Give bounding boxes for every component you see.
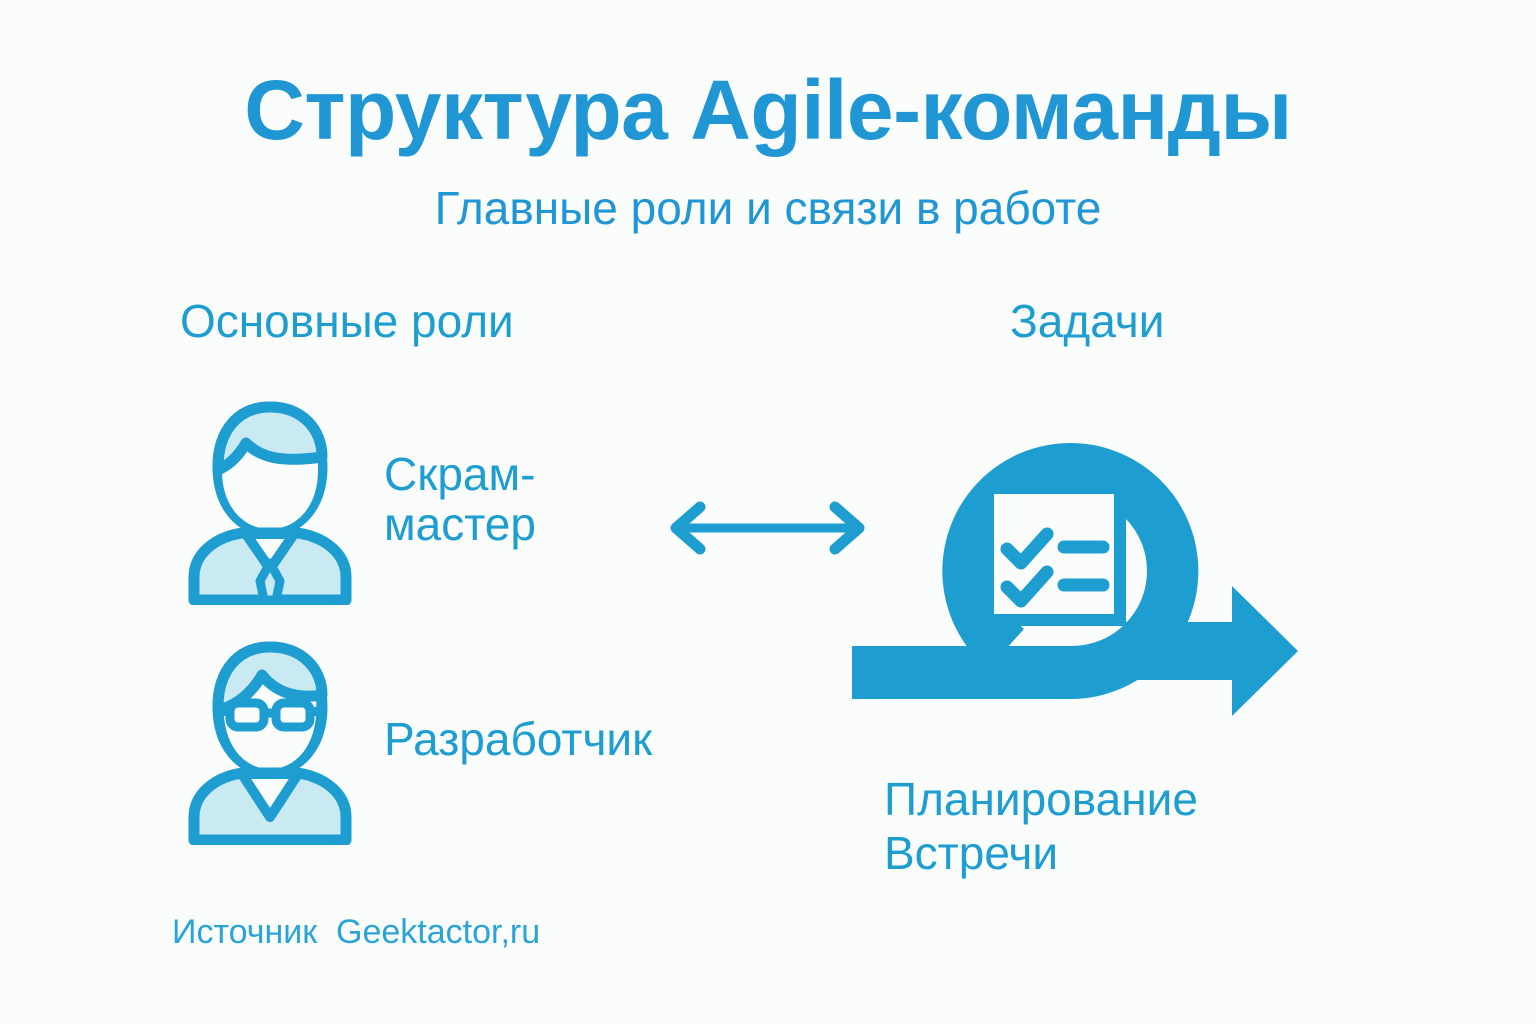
section-heading-roles: Основные роли bbox=[180, 295, 514, 347]
source-footer: Источник Geektactor,ru bbox=[172, 913, 541, 951]
double-headed-arrow-icon bbox=[670, 501, 865, 555]
section-heading-tasks: Задачи bbox=[1010, 295, 1165, 347]
agile-sprint-loop-icon bbox=[852, 443, 1298, 716]
role-label-scrum-master: Скрам- мастер bbox=[384, 448, 536, 550]
role-item-scrum-master: Скрам- мастер bbox=[180, 395, 536, 605]
checklist-square-icon bbox=[982, 482, 1126, 626]
role-label-developer: Разработчик bbox=[384, 713, 653, 766]
tasks-caption: Планирование Встречи bbox=[884, 773, 1198, 880]
person-glasses-icon bbox=[188, 641, 352, 845]
page-title: Структура Agile-команды bbox=[244, 63, 1292, 157]
role-item-developer: Разработчик bbox=[180, 635, 652, 845]
page-subtitle: Главные роли и связи в работе bbox=[434, 182, 1102, 234]
person-suit-tie-icon bbox=[188, 401, 352, 605]
